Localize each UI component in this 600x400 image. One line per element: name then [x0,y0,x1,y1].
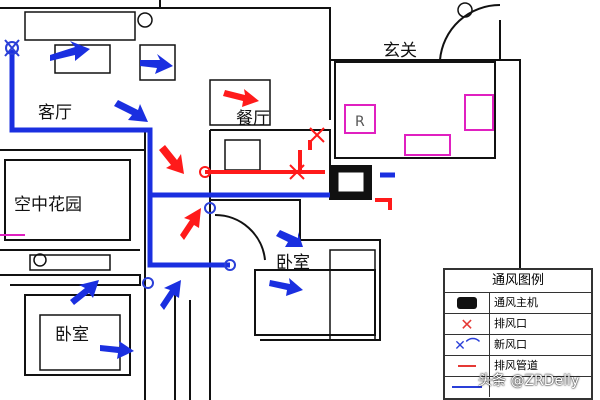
legend-item: 通风主机 [445,293,591,314]
legend-item [445,377,591,397]
exhaust-vent-icon [199,127,325,180]
exhaust-vent-icon: ✕ [460,314,474,334]
room-label-entrance: 玄关 [383,41,417,61]
ventilation-unit-icon [457,297,477,309]
legend-label: 排风口 [494,317,527,330]
legend-item: ✕⌒ 新风口 [445,335,591,356]
legend-item: ✕ 排风口 [445,314,591,335]
room-label-bedroom-left: 卧室 [55,325,89,345]
fridge-label: R [355,114,365,130]
watermark: 头条 @ZRDelly [478,373,580,389]
legend-label: 通风主机 [494,296,538,309]
room-label-living: 客厅 [38,103,72,123]
fresh-air-duct-line [452,386,482,388]
kitchen-fixtures [0,94,494,236]
exhaust-arrows [159,89,259,240]
fresh-air-ducts [9,50,395,268]
legend: 通风图例 通风主机 ✕ 排风口 ✕⌒ 新风口 排风管道 [443,268,593,400]
room-label-bedroom-right: 卧室 [276,253,310,273]
legend-label: 新风口 [494,338,527,351]
room-label-garden: 空中花园 [14,195,82,215]
legend-item: 排风管道 [445,356,591,377]
exhaust-duct-line [458,365,476,367]
fresh-air-vent-icon [4,39,236,289]
legend-title: 通风图例 [445,270,591,293]
room-label-dining: 餐厅 [236,109,270,129]
fresh-air-vent-icon: ✕⌒ [454,338,480,354]
legend-label: 排风管道 [494,359,538,372]
ventilation-unit-icon [330,165,372,200]
fresh-air-arrows [50,41,303,359]
